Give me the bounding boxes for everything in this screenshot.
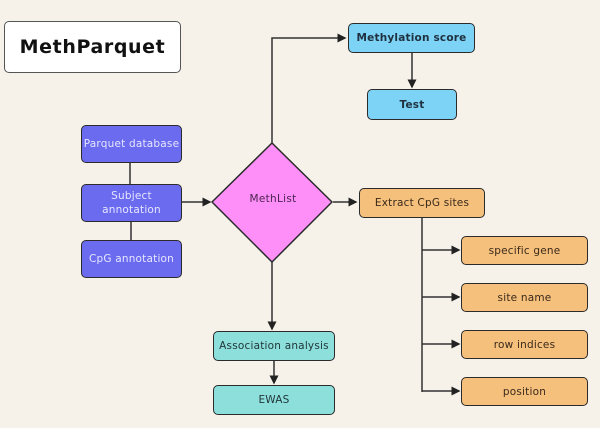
- node-position[interactable]: position: [461, 377, 588, 406]
- node-site-name[interactable]: site name: [461, 283, 588, 312]
- node-row-indices[interactable]: row indices: [461, 330, 588, 359]
- edge-methlist-methscore: [271, 33, 347, 143]
- node-cpg-annotation[interactable]: CpG annotation: [81, 240, 182, 278]
- node-methylation-score[interactable]: Methylation score: [348, 23, 475, 53]
- node-parquet-database[interactable]: Parquet database: [81, 125, 182, 163]
- node-association-analysis[interactable]: Association analysis: [213, 331, 335, 361]
- node-ewas[interactable]: EWAS: [213, 385, 335, 415]
- diagram-title: MethParquet: [4, 21, 181, 73]
- methlist-diamond[interactable]: [211, 142, 333, 263]
- methlist-label: MethList: [249, 193, 297, 205]
- node-subject-annotation[interactable]: Subject annotation: [81, 184, 182, 222]
- node-specific-gene[interactable]: specific gene: [461, 236, 588, 265]
- node-test[interactable]: Test: [367, 89, 457, 120]
- node-extract-cpg-sites[interactable]: Extract CpG sites: [359, 188, 485, 218]
